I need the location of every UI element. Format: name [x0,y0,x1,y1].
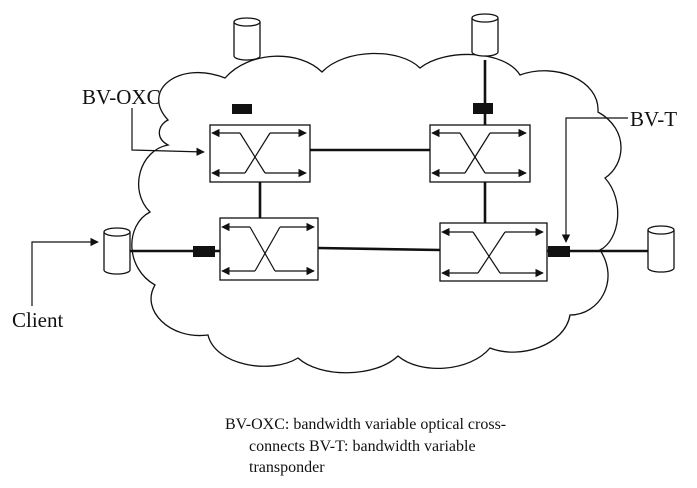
bv-oxc-top-left [209,124,311,183]
caption-line-2: connects BV-T: bandwidth variable [249,437,476,455]
network-cloud [131,52,622,374]
callout-client [31,237,99,306]
transponder-top-left [232,104,252,114]
client-cylinder-right [647,225,675,273]
client-cylinder-left [103,227,131,275]
bv-oxc-bottom-left [219,217,319,281]
bv-oxc-bottom-right [439,222,548,282]
caption-line-1: BV-OXC: bandwidth variable optical cross… [225,416,507,433]
storage-cylinder-top-right [471,13,499,57]
bv-oxc-top-right [429,124,531,183]
transponder-top-right [473,103,493,114]
label-client: Client [12,308,64,332]
storage-cylinder-top-left [233,17,261,61]
label-bvoxc: BV-OXC [82,85,161,109]
links [130,60,648,253]
callout-bvoxc [131,108,205,156]
figure-caption: BV-OXC: bandwidth variable optical cross… [225,414,605,479]
label-bvt: BV-T [630,107,678,131]
callout-bvt [561,117,628,243]
transponder-right [548,246,570,257]
transponder-left [193,246,215,257]
caption-line-3: transponder [249,459,325,476]
